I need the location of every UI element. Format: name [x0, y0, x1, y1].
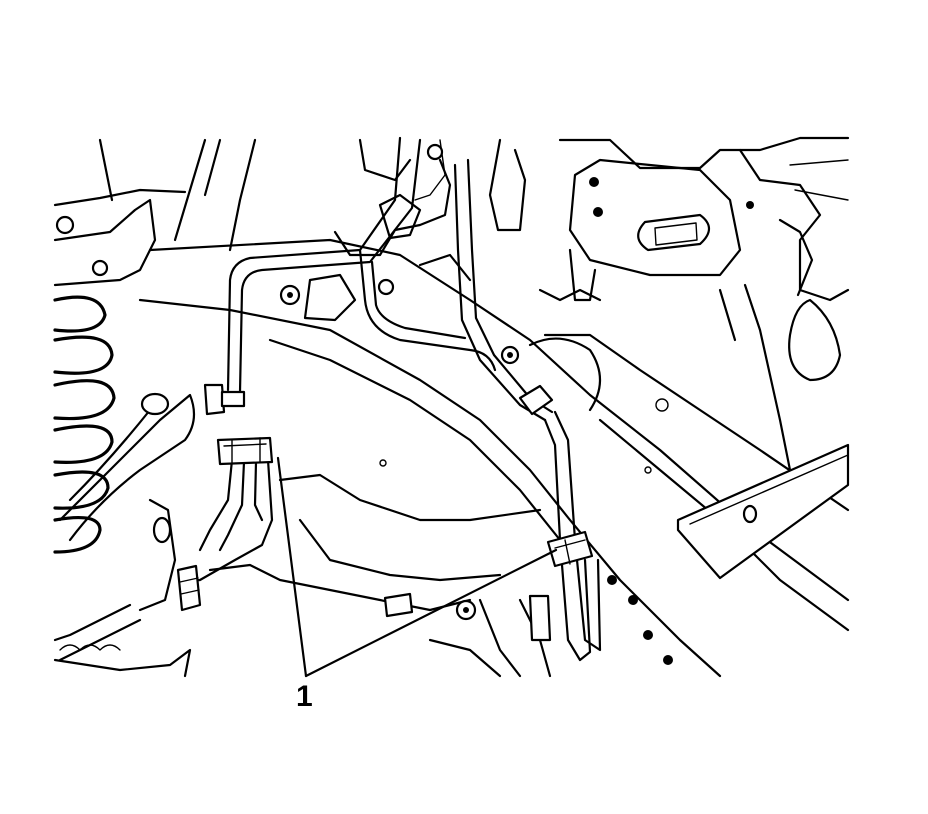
- lower-control-arm: [53, 392, 552, 678]
- crossmember-bar: [676, 443, 850, 580]
- callout-leader-lines: [276, 456, 558, 678]
- upper-center-components: [303, 143, 602, 322]
- upper-mount-bracket: [558, 136, 850, 472]
- brake-line-clip-right: [546, 530, 594, 568]
- callout-1-label: 1: [296, 680, 313, 713]
- junction-fitting: [203, 284, 554, 416]
- coil-spring: [53, 138, 257, 554]
- brake-lines-upper: [226, 136, 554, 422]
- brake-line-clip-left: [216, 436, 274, 466]
